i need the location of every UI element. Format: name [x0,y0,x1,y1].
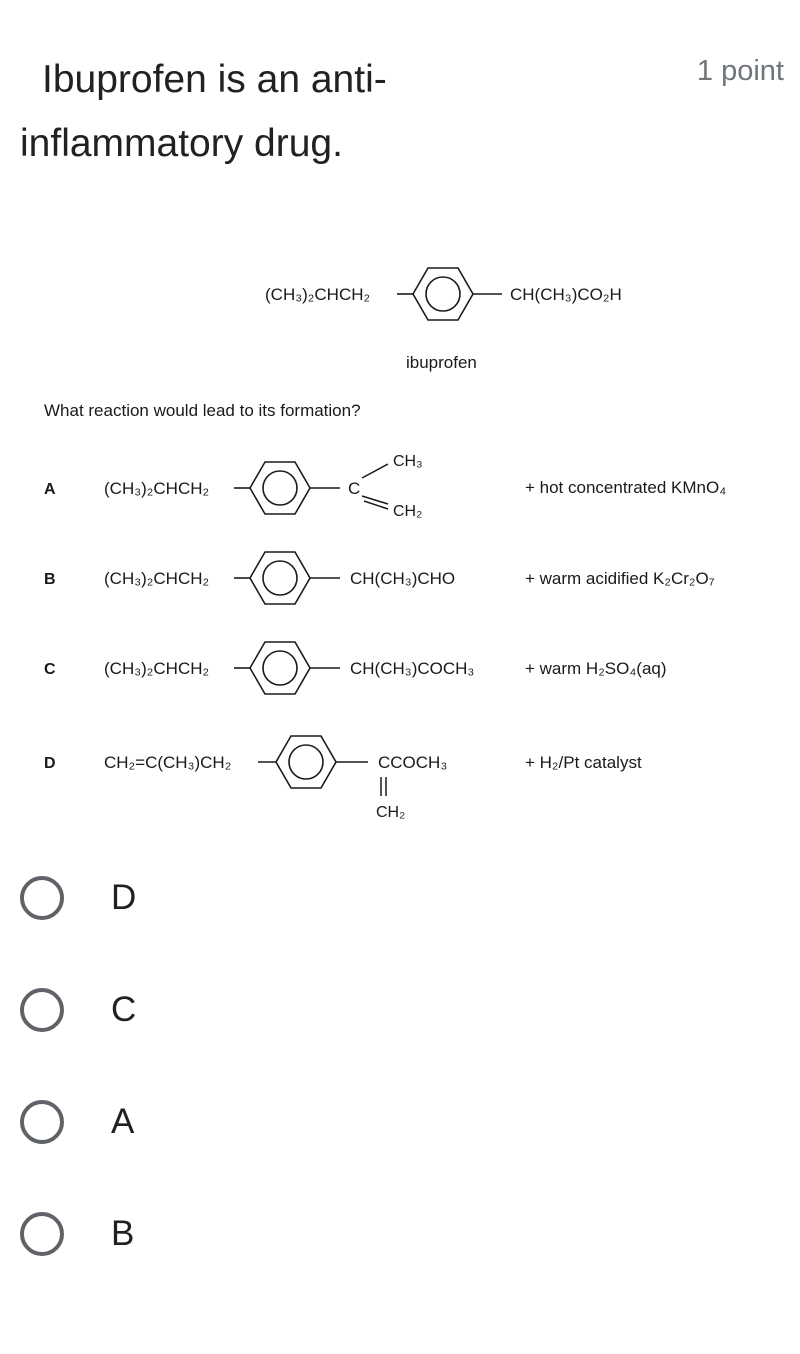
row-d-right-group: CCOCH₃ [378,753,447,772]
row-b-left-group: (CH₃)₂CHCH₂ [104,569,209,588]
row-b-letter: B [44,571,56,588]
row-a-ch3: CH₃ [393,453,423,470]
option-label: C [111,990,137,1029]
radio-button[interactable] [20,1212,64,1256]
reaction-prompt: What reaction would lead to its formatio… [44,401,361,420]
row-c-letter: C [44,661,56,678]
row-a-benzene-ring [249,461,311,515]
ibuprofen-benzene-ring [412,267,474,321]
option-label: B [111,1214,135,1253]
ibuprofen-right-group: CH(CH₃)CO₂H [510,285,622,304]
reaction-diagram: (CH₃)₂CHCH₂ CH(CH₃)CO₂H ibuprofen What r… [44,267,726,821]
option-label: A [111,1102,135,1141]
question-line-2: inflammatory drug. [20,122,343,165]
option-d[interactable]: D [20,868,420,928]
radio-button[interactable] [20,1100,64,1144]
row-a-reagent: + hot concentrated KMnO₄ [525,478,726,497]
row-a-letter: A [44,481,56,498]
radio-button[interactable] [20,876,64,920]
row-c-right-group: CH(CH₃)COCH₃ [350,659,474,678]
row-d-letter: D [44,755,56,772]
row-c-benzene-ring [249,641,311,695]
row-d-left-group: CH₂=C(CH₃)CH₂ [104,753,231,772]
row-d-reagent: + H₂/Pt catalyst [525,753,642,772]
row-a-left-group: (CH₃)₂CHCH₂ [104,479,209,498]
option-a[interactable]: A [20,1092,420,1152]
row-c-reagent: + warm H₂SO₄(aq) [525,659,667,678]
option-b[interactable]: B [20,1204,420,1264]
row-d-benzene-ring [275,735,337,789]
row-a-ch2: CH₂ [393,503,422,520]
question-line-1: Ibuprofen is an anti- [42,58,387,101]
option-c[interactable]: C [20,980,420,1040]
option-label: D [111,878,137,917]
radio-button[interactable] [20,988,64,1032]
row-a-carbon: C [348,479,360,498]
row-b-right-group: CH(CH₃)CHO [350,569,455,588]
row-c-left-group: (CH₃)₂CHCH₂ [104,659,209,678]
question-title: Ibuprofen is an anti- inflammatory drug. [20,48,620,176]
points-label: 1 point [696,55,784,87]
row-d-ch2: CH₂ [376,804,405,821]
row-b-benzene-ring [249,551,311,605]
ibuprofen-caption: ibuprofen [406,353,477,372]
row-b-reagent: + warm acidified K₂Cr₂O₇ [525,569,715,588]
ibuprofen-left-group: (CH₃)₂CHCH₂ [265,285,370,304]
chemistry-figure: (CH₃)₂CHCH₂ CH(CH₃)CO₂H ibuprofen What r… [0,240,800,840]
